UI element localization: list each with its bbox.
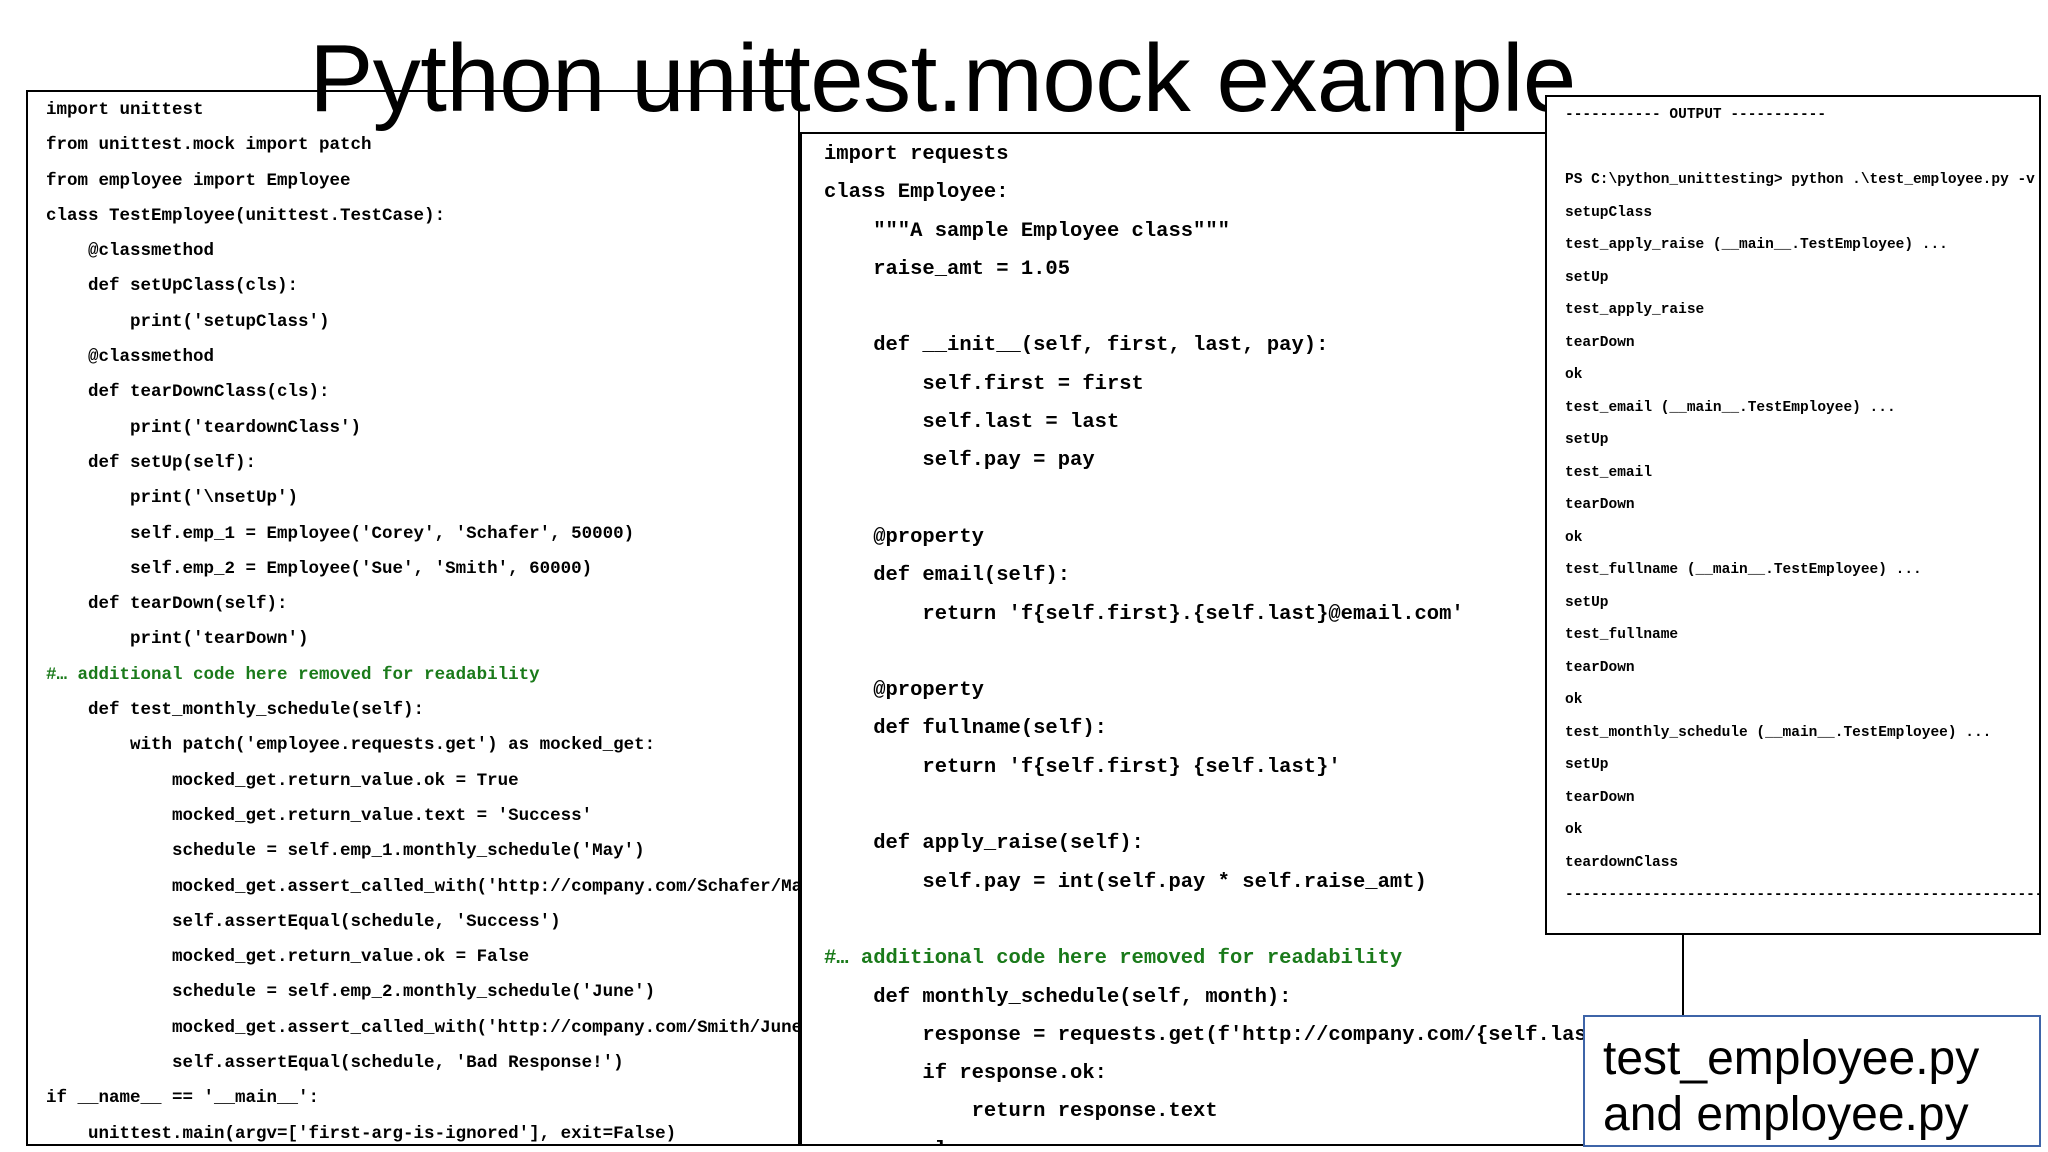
output-line: setUp — [1565, 432, 1609, 448]
output-lines: ----------- OUTPUT ----------- PS C:\pyth… — [1547, 97, 2041, 934]
output-line: PS C:\python_unittesting> python .\test_… — [1565, 172, 2035, 188]
output-line: test_fullname (__main__.TestEmployee) ..… — [1565, 562, 1922, 578]
output-line: test_apply_raise — [1565, 302, 1705, 318]
employee-code-line: def apply_raise(self): — [824, 832, 1144, 856]
output-line: test_monthly_schedule (__main__.TestEmpl… — [1565, 724, 1992, 741]
employee-code-line: self.first = first — [824, 372, 1144, 396]
employee-code-line: response = requests.get(f'http://company… — [824, 1023, 1684, 1047]
output-line: ok — [1565, 822, 1583, 838]
test-code-line: schedule = self.emp_2.monthly_schedule('… — [46, 982, 656, 1003]
output-line: setUp — [1565, 594, 1609, 611]
test-code-line: self.emp_1 = Employee('Corey', 'Schafer'… — [46, 523, 635, 544]
output-panel: ----------- OUTPUT ----------- PS C:\pyth… — [1545, 95, 2041, 935]
output-line — [1547, 912, 2039, 934]
output-line: tearDown — [1565, 659, 1635, 676]
output-line: ----------------------------------------… — [1565, 887, 2041, 903]
test-code-line: from unittest.mock import patch — [46, 135, 372, 156]
output-line: ok — [1565, 692, 1583, 708]
caption-box: test_employee.py and employee.py — [1583, 1015, 2041, 1147]
test-code-line: def tearDownClass(cls): — [46, 382, 330, 403]
test-code-line: def test_monthly_schedule(self): — [46, 700, 425, 721]
employee-code-line: import requests — [824, 143, 1009, 166]
test-code-line: @classmethod — [46, 347, 215, 368]
employee-code-line: self.pay = pay — [824, 449, 1095, 473]
test-code-line: with patch('employee.requests.get') as m… — [46, 735, 656, 756]
employee-code-line: @property — [824, 525, 984, 549]
employee-code-line: class Employee: — [824, 181, 1009, 205]
test-code-line: print('\nsetUp') — [46, 488, 299, 509]
test-code-lines: import unittest from unittest.mock import… — [28, 92, 800, 1144]
employee-code-line: raise_amt = 1.05 — [824, 257, 1071, 281]
test-code-line: mocked_get.return_value.ok = False — [46, 947, 530, 968]
test-employee-code-panel: import unittest from unittest.mock import… — [26, 90, 800, 1146]
employee-code-line: self.last = last — [824, 411, 1120, 435]
employee-code-lines: import requests class Employee: """A samp… — [802, 134, 1684, 1144]
test-code-line: mocked_get.return_value.text = 'Success' — [46, 805, 593, 826]
test-code-line: mocked_get.assert_called_with('http://co… — [46, 876, 800, 897]
caption-line-2: and employee.py — [1603, 1088, 1969, 1141]
test-code-line: def tearDown(self): — [46, 594, 288, 615]
output-line: test_email — [1565, 464, 1653, 481]
employee-code-line: return 'f{self.first} {self.last}' — [824, 755, 1341, 779]
output-line: tearDown — [1565, 789, 1635, 806]
employee-code-line: def __init__(self, first, last, pay): — [824, 334, 1329, 358]
test-code-line: schedule = self.emp_1.monthly_schedule('… — [46, 841, 645, 862]
test-code-line: print('teardownClass') — [46, 417, 362, 438]
employee-code-line: def monthly_schedule(self, month): — [824, 985, 1292, 1009]
output-line: setUp — [1565, 269, 1609, 286]
output-line: tearDown — [1565, 334, 1635, 351]
employee-code-line: def email(self): — [824, 564, 1071, 588]
test-code-line: class TestEmployee(unittest.TestCase): — [46, 205, 446, 226]
test-code-line: mocked_get.return_value.ok = True — [46, 770, 519, 791]
employee-code-line: @property — [824, 679, 984, 703]
output-line: setupClass — [1565, 204, 1653, 221]
output-line: test_fullname — [1565, 627, 1679, 643]
caption-line-1: test_employee.py — [1603, 1032, 1980, 1085]
output-line: ok — [1565, 367, 1583, 383]
output-line: ----------- OUTPUT ----------- — [1565, 107, 1827, 123]
test-code-line: unittest.main(argv=['first-arg-is-ignore… — [46, 1123, 677, 1144]
employee-code-line: #… additional code here removed for read… — [824, 947, 1403, 971]
employee-code-line: if response.ok: — [824, 1062, 1107, 1086]
employee-code-line: self.pay = int(self.pay * self.raise_amt… — [824, 870, 1427, 894]
test-code-line: from employee import Employee — [46, 170, 351, 191]
test-code-line: self.assertEqual(schedule, 'Bad Response… — [46, 1053, 624, 1074]
test-code-line: if __name__ == '__main__': — [46, 1088, 320, 1109]
output-line: setUp — [1565, 757, 1609, 773]
test-code-line: def setUp(self): — [46, 452, 257, 473]
employee-code-line: return response.text — [824, 1100, 1218, 1124]
employee-code-line: """A sample Employee class""" — [824, 219, 1230, 243]
test-code-line: #… additional code here removed for read… — [46, 664, 540, 685]
output-line: test_apply_raise (__main__.TestEmployee)… — [1565, 237, 1948, 253]
employee-code-line: else: — [802, 1132, 1682, 1144]
employee-code-line: def fullname(self): — [824, 717, 1107, 741]
test-code-line: print('tearDown') — [46, 629, 309, 650]
output-line — [1547, 132, 2039, 165]
test-code-line: self.emp_2 = Employee('Sue', 'Smith', 60… — [46, 558, 593, 579]
slide-title: Python unittest.mock example — [309, 25, 1576, 132]
employee-code-panel: import requests class Employee: """A samp… — [800, 132, 1684, 1146]
output-line: ok — [1565, 529, 1583, 546]
output-line: teardownClass — [1565, 854, 1679, 871]
output-line: tearDown — [1565, 497, 1635, 513]
test-code-line: self.assertEqual(schedule, 'Success') — [46, 911, 561, 932]
employee-code-line: return 'f{self.first}.{self.last}@email.… — [824, 602, 1464, 626]
output-line: test_email (__main__.TestEmployee) ... — [1565, 399, 1896, 416]
test-code-line: @classmethod — [46, 241, 215, 262]
test-code-line: def setUpClass(cls): — [46, 276, 299, 297]
test-code-line: import unittest — [46, 100, 204, 120]
test-code-line: mocked_get.assert_called_with('http://co… — [46, 1017, 800, 1038]
test-code-line: print('setupClass') — [46, 311, 330, 332]
